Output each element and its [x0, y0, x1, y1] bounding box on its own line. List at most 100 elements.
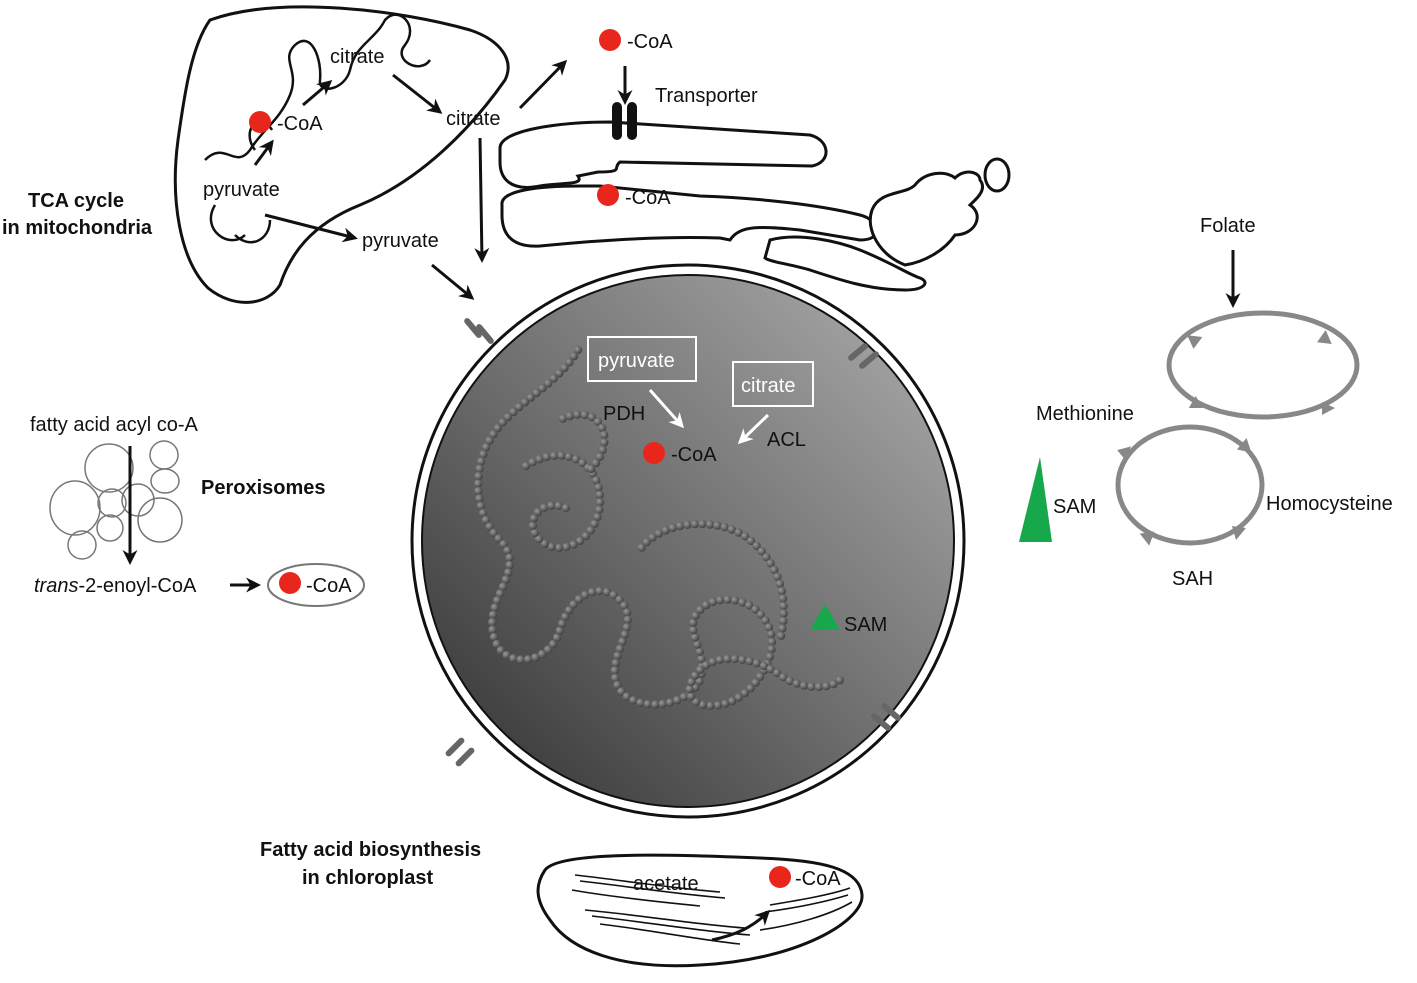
chromatin-bead: [651, 700, 660, 709]
chromatin-bead: [648, 533, 657, 542]
chromatin-bead: [776, 631, 786, 640]
chromatin-bead: [481, 515, 491, 525]
chromatin-bead: [687, 677, 696, 687]
chromatin-bead: [565, 358, 574, 367]
chromatin-bead: [489, 528, 498, 537]
cyto-coa-label: -CoA: [627, 31, 673, 53]
chromatin-bead: [642, 538, 651, 547]
chromatin-bead: [615, 595, 624, 604]
chromatin-bead: [620, 630, 629, 639]
chromatin-bead: [478, 508, 488, 518]
chromatin-bead: [595, 452, 605, 461]
chromatin-bead: [509, 407, 518, 417]
chromatin-bead: [539, 503, 549, 512]
chromatin-bead: [529, 514, 539, 523]
chromatin-bead: [542, 452, 551, 462]
chromatin-bead: [708, 657, 717, 667]
chromatin-bead: [696, 605, 705, 614]
chromatin-bead: [698, 519, 707, 529]
chromatin-bead: [552, 633, 562, 642]
chromatin-bead: [683, 520, 692, 529]
chromatin-bead: [690, 633, 700, 642]
chromatin-bead: [679, 692, 689, 702]
chromatin-bead: [501, 575, 510, 584]
chloroplast-coa-label: -CoA: [795, 868, 841, 890]
chromatin-bead: [636, 698, 645, 707]
chromatin-bead: [778, 594, 788, 603]
chromatin-bead: [715, 595, 725, 605]
chromatin-bead: [504, 568, 513, 577]
chromatin-bead: [590, 519, 599, 529]
er-coa-label: -CoA: [625, 187, 671, 209]
folate-cycle: [1166, 310, 1360, 420]
chromatin-bead: [740, 532, 750, 541]
chromatin-bead: [765, 652, 775, 661]
chromatin-bead: [569, 600, 578, 609]
chromatin-bead: [746, 684, 755, 693]
chromatin-bead: [574, 595, 584, 604]
chromatin-bead: [499, 539, 508, 549]
chromatin-bead: [730, 596, 740, 605]
methionine-label: Methionine: [1036, 403, 1134, 425]
chromatin-bead: [751, 678, 760, 687]
chromatin-bead: [534, 534, 544, 544]
chromatin-bead: [622, 608, 632, 617]
chromatin-bead: [595, 498, 605, 507]
chromatin-bead: [473, 479, 483, 488]
chromatin-bead: [549, 451, 559, 460]
chromatin-bead: [695, 665, 705, 675]
citrate-to-coa-arrow: [518, 59, 568, 110]
chromatin-bead: [620, 601, 629, 610]
folate-label: Folate: [1200, 215, 1256, 237]
chromatin-bead: [779, 609, 788, 618]
chromatin-bead: [778, 624, 787, 633]
chromatin-bead: [723, 595, 732, 604]
peroxisome-coa-capsule: [267, 563, 365, 607]
chromatin-bead: [475, 494, 484, 503]
chromatin-bead: [738, 598, 747, 607]
coa-to-citrate-arrow: [302, 80, 333, 107]
chromatin-bead: [693, 640, 702, 649]
chromatin-bead: [505, 560, 514, 570]
chromatin-bead: [533, 507, 543, 517]
chromatin-bead: [744, 601, 754, 610]
peroxisome-vesicles: [49, 440, 183, 560]
chromatin-bead: [779, 601, 788, 611]
mito-pyruvate-label: pyruvate: [203, 179, 280, 201]
chromatin-bead: [502, 650, 511, 660]
chromatin-bead: [514, 402, 524, 412]
chromatin-bead: [594, 483, 603, 492]
chromatin-bead: [746, 536, 756, 546]
peroxisome-product-italic: trans: [34, 575, 78, 597]
chromatin-bead: [476, 501, 485, 511]
pyruvate-to-nucleus-arrow: [431, 263, 475, 300]
thylakoid-membranes: [571, 874, 853, 945]
chromatin-bead: [503, 412, 513, 422]
chromatin-bead: [595, 490, 604, 499]
sah-label: SAH: [1172, 568, 1213, 590]
chromatin-bead: [611, 658, 620, 668]
chromatin-bead: [615, 644, 625, 653]
chromatin-bead: [762, 553, 771, 562]
chromatin-bead: [597, 423, 607, 433]
chromatin-bead: [777, 586, 786, 596]
chromatin-bead: [538, 384, 547, 393]
nucleus-sam-label: SAM: [844, 614, 887, 636]
mito-title-line1: TCA cycle: [28, 190, 124, 212]
chromatin-bead: [580, 590, 590, 600]
chromatin-bead: [751, 605, 760, 614]
chromatin-bead: [565, 411, 575, 421]
chromatin-bead: [562, 542, 571, 552]
chromatin-bead: [485, 522, 494, 531]
chloroplast-acetyl-dot: [769, 866, 791, 888]
chromatin-bead: [829, 679, 838, 689]
chromatin-bead: [528, 521, 537, 530]
chromatin-bead: [691, 697, 701, 707]
chloroplast-acetate-label: acetate: [633, 873, 699, 895]
chromatin-bead: [573, 410, 582, 419]
chromatin-bead: [752, 541, 761, 551]
chromatin-bead: [723, 654, 732, 664]
mito-pyruvate-export-arrow: [264, 213, 358, 243]
chromatin-bead: [564, 452, 574, 461]
chromatin-bead: [698, 700, 708, 710]
